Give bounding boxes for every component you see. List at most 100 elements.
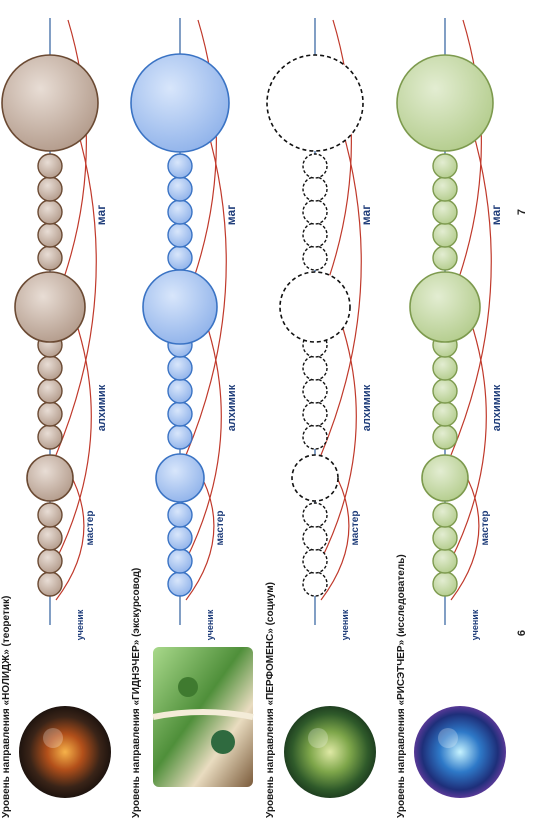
label-mag: маг [94,205,108,225]
level-arc-2 [55,299,92,561]
small-step-circle [432,401,458,427]
small-step-circle [167,378,193,404]
level-circle-master [291,454,339,502]
level-circle-mag [396,54,494,152]
small-step-circle [302,378,328,404]
small-step-circle [302,199,328,225]
label-uchenik: ученик [75,609,85,640]
small-step-circle [432,424,458,450]
small-step-circle [167,245,193,271]
label-mag: маг [489,205,503,225]
level-circle-mag [1,54,99,152]
level-circle-alkhimik [279,271,351,343]
level-title: Уровень направления «ГИДНЭЧЕР» (экскурсо… [131,568,142,818]
small-step-circle [302,222,328,248]
small-step-circle [37,153,63,179]
level-arc-1 [55,469,85,601]
small-step-circle [37,525,63,551]
small-step-circle [167,502,193,528]
small-step-circle [432,222,458,248]
small-step-circle [167,401,193,427]
label-master: мастер [350,511,361,546]
level-arc-3 [450,99,492,456]
small-step-circle [432,571,458,597]
level-circle-alkhimik [14,271,86,343]
level-arc-1 [185,469,215,601]
small-step-circle [37,424,63,450]
level-circle-alkhimik [142,269,218,345]
level-arc-4 [185,19,217,301]
page-number-right: 7 [516,209,528,215]
small-step-circle [302,355,328,381]
small-step-circle [302,153,328,179]
small-step-circle [167,176,193,202]
small-step-circle [37,222,63,248]
label-alkhimik: алхимик [96,384,108,431]
small-step-circle [37,548,63,574]
label-master: мастер [85,511,96,546]
small-step-circle [432,502,458,528]
small-step-circle [167,222,193,248]
fire-globe-image [19,706,111,798]
small-step-circle [432,199,458,225]
small-step-circle [432,378,458,404]
small-step-circle [432,525,458,551]
label-mag: маг [359,205,373,225]
level-arc-3 [55,99,97,456]
level-arc-1 [320,469,350,601]
fairy-globe-image [414,706,506,798]
label-mag: маг [224,205,238,225]
level-circle-mag [266,54,364,152]
level-arc-4 [320,19,352,301]
small-step-circle [302,424,328,450]
level-circle-alkhimik [409,271,481,343]
small-step-circle [432,176,458,202]
tree-globe-image [284,706,376,798]
level-arc-2 [450,299,487,561]
small-step-circle [432,153,458,179]
small-step-circle [167,548,193,574]
page-number-left: 6 [516,630,528,636]
label-master: мастер [480,511,491,546]
label-alkhimik: алхимик [226,384,238,431]
small-step-circle [167,424,193,450]
level-arc-3 [320,99,362,456]
small-step-circle [37,502,63,528]
small-step-circle [302,401,328,427]
small-step-circle [37,176,63,202]
level-circle-mag [130,53,230,153]
small-step-circle [37,571,63,597]
small-step-circle [302,571,328,597]
label-uchenik: ученик [470,609,480,640]
label-alkhimik: алхимик [361,384,373,431]
label-uchenik: ученик [340,609,350,640]
level-circle-master [26,454,74,502]
small-step-circle [37,378,63,404]
level-title: Уровень направления «РИСЭТЧЕР» (исследов… [396,554,407,818]
small-step-circle [37,199,63,225]
level-arc-2 [320,299,357,561]
small-step-circle [37,245,63,271]
level-title: Уровень направления «ПЕРФОМЕНС» (социум) [265,582,276,818]
small-step-circle [432,355,458,381]
small-step-circle [167,153,193,179]
label-alkhimik: алхимик [491,384,503,431]
level-arc-2 [185,299,222,561]
small-step-circle [167,571,193,597]
small-step-circle [37,401,63,427]
level-circle-master [155,453,205,503]
level-arc-4 [450,19,482,301]
small-step-circle [302,176,328,202]
nature-book-image [152,647,254,787]
small-step-circle [167,199,193,225]
small-step-circle [302,502,328,528]
level-arc-4 [55,19,87,301]
level-arc-1 [450,469,480,601]
label-uchenik: ученик [205,609,215,640]
small-step-circle [302,245,328,271]
